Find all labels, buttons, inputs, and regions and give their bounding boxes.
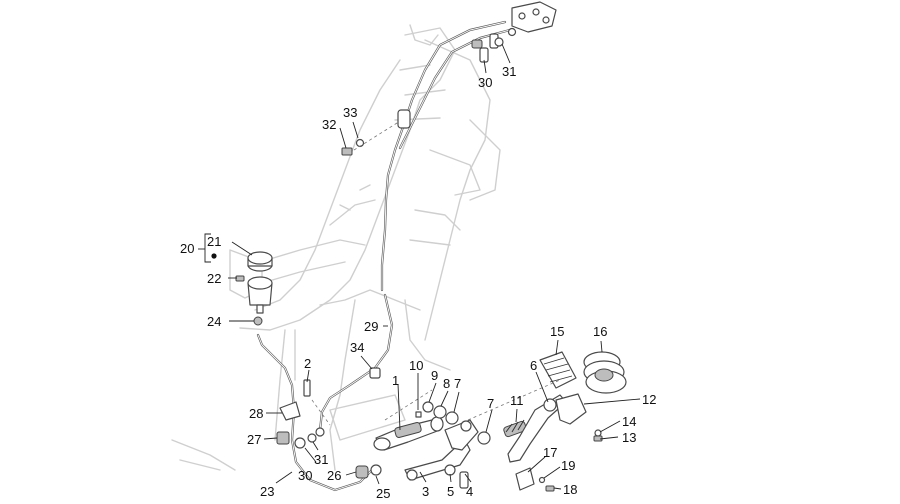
- brake-pedal-lever: [404, 419, 479, 481]
- callout-20: 20: [180, 241, 194, 256]
- bushing-7b: [477, 431, 491, 445]
- callout-31a: 31: [502, 64, 516, 79]
- callout-24: 24: [207, 314, 221, 329]
- callout-17: 17: [543, 445, 557, 460]
- clip-28: [279, 401, 301, 421]
- callout-10: 10: [409, 358, 423, 373]
- parts: [235, 1, 627, 492]
- brake-junction-block: [511, 1, 557, 33]
- callout-16: 16: [593, 324, 607, 339]
- bushing-8: [433, 405, 447, 419]
- callout-31b: 31: [314, 452, 328, 467]
- bushing-9: [422, 401, 434, 413]
- callout-22: 22: [207, 271, 221, 286]
- callout-7b: 7: [487, 396, 494, 411]
- pipe-clamp-34: [369, 367, 381, 379]
- leader-lines: [198, 43, 641, 490]
- fitting-30: [294, 437, 306, 449]
- callout-29: 29: [364, 319, 378, 334]
- screw-32: [341, 117, 406, 156]
- washer-31b: [315, 427, 325, 437]
- spring-10: [415, 411, 422, 418]
- washer-25: [370, 464, 382, 476]
- bushing-7: [445, 411, 459, 425]
- washer-19: [538, 476, 546, 484]
- vehicle-frame: [171, 24, 501, 471]
- callout-14: 14: [622, 414, 636, 429]
- callout-6: 6: [530, 358, 537, 373]
- callout-32: 32: [322, 117, 336, 132]
- rubber-pad-15: [539, 351, 577, 389]
- brake-pipes: [256, 20, 512, 492]
- callout-1: 1: [392, 373, 399, 388]
- callout-12: 12: [642, 392, 656, 407]
- pipe-clip: [397, 109, 411, 129]
- callout-19: 19: [561, 458, 575, 473]
- callout-8: 8: [443, 376, 450, 391]
- callout-30a: 30: [478, 75, 492, 90]
- callout-30b: 30: [298, 468, 312, 483]
- rubber-boot-16: [583, 351, 627, 394]
- callout-21: 21: [207, 234, 221, 249]
- brake-fluid-reservoir: [235, 251, 273, 314]
- callout-15: 15: [550, 324, 564, 339]
- washer-31: [307, 433, 317, 443]
- pipe-fitting-top: [471, 27, 517, 63]
- master-cylinder: [373, 416, 444, 451]
- nut-5: [444, 464, 456, 476]
- banjo-26: [355, 465, 369, 479]
- callout-labels: 1 2 3 4 5 6 7 7 8 9 10 11 12 13 14 15 16…: [180, 64, 656, 501]
- callout-23: 23: [260, 484, 274, 499]
- bracket-17: [515, 467, 535, 491]
- callout-25: 25: [376, 486, 390, 501]
- return-spring-11: [503, 419, 527, 438]
- callout-5: 5: [447, 484, 454, 499]
- screw-18: [545, 485, 555, 492]
- callout-27: 27: [247, 432, 261, 447]
- callout-4: 4: [466, 484, 473, 499]
- callout-28: 28: [249, 406, 263, 421]
- callout-11: 11: [510, 393, 524, 408]
- callout-9: 9: [431, 368, 438, 383]
- washer-14: [594, 429, 602, 437]
- callout-18: 18: [563, 482, 577, 497]
- callout-34: 34: [350, 340, 364, 355]
- clamp-27: [276, 431, 290, 445]
- screw-2: [303, 379, 311, 397]
- pedal-pad-12: [555, 393, 587, 425]
- callout-7a: 7: [454, 376, 461, 391]
- callout-33: 33: [343, 105, 357, 120]
- callout-13: 13: [622, 430, 636, 445]
- callout-2: 2: [304, 356, 311, 371]
- callout-3: 3: [422, 484, 429, 499]
- callout-26: 26: [327, 468, 341, 483]
- clamp-24: [253, 316, 263, 326]
